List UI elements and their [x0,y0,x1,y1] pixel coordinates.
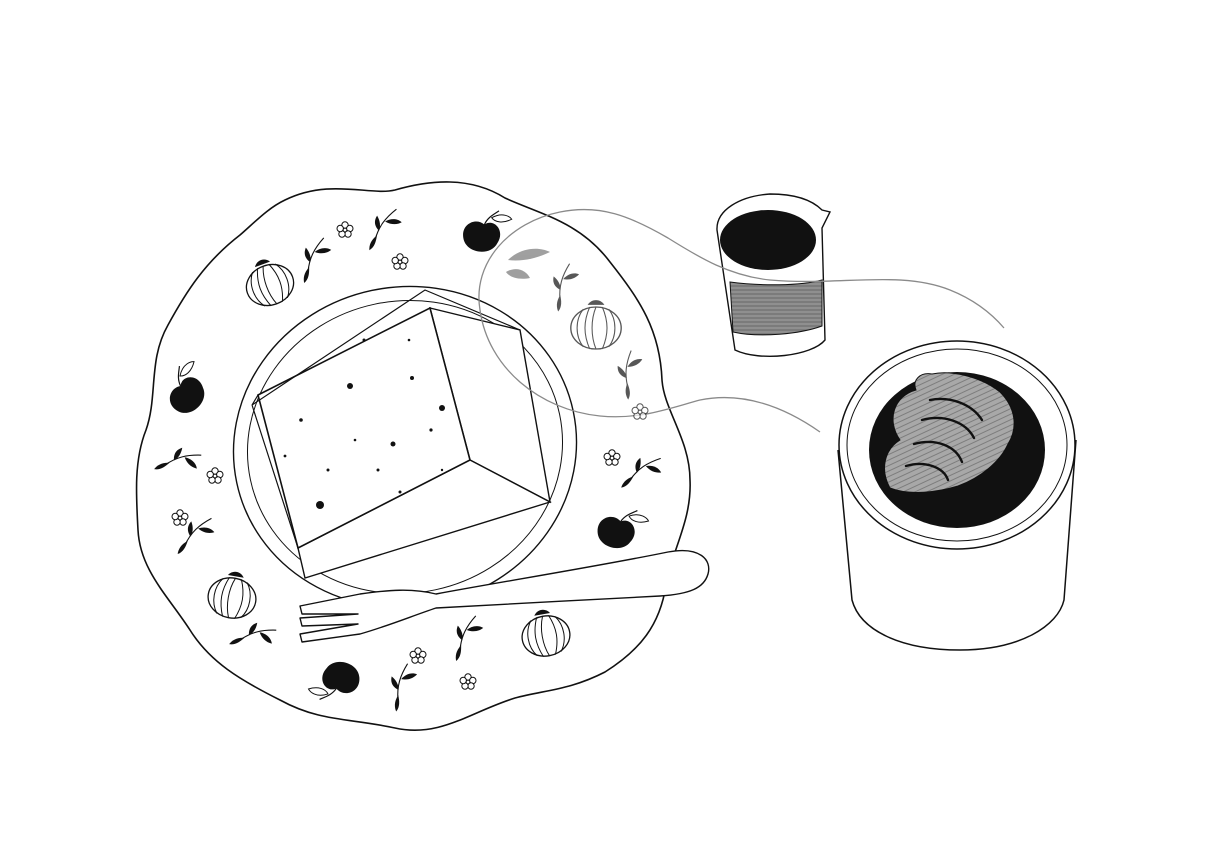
milk-pitcher-icon [716,193,832,358]
cake-icon [251,289,552,579]
latte-art [884,372,1015,493]
magnified-detail [506,248,651,420]
fork-icon [299,550,710,643]
magnifier-lens-icon [478,208,1005,433]
cake-crumbs [283,338,445,509]
latte-cup-icon [837,340,1077,651]
